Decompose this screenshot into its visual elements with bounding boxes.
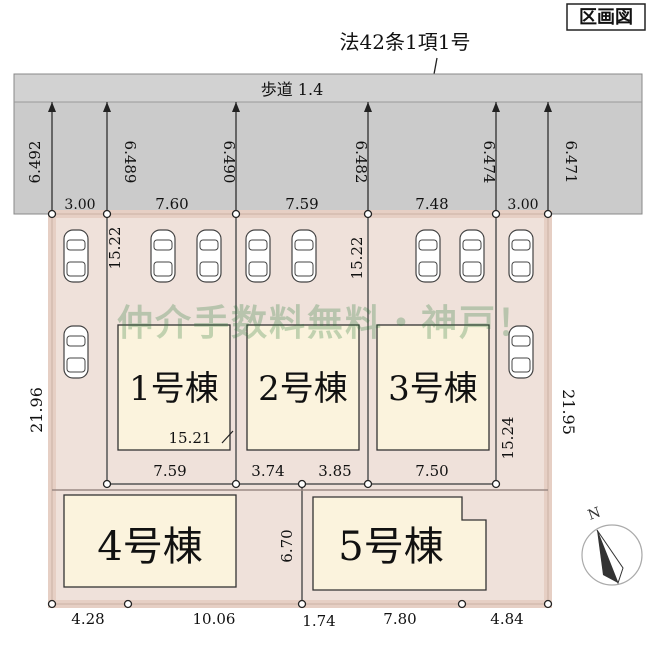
title-box (566, 3, 646, 31)
mid-width-label: 7.50 (415, 462, 448, 480)
lot5-depth-label: 6.70 (278, 529, 296, 562)
road-law-label: 法42条1項1号 (340, 30, 471, 54)
road (13, 101, 643, 215)
sidewalk-strip (13, 73, 643, 103)
mid-width-label: 3.74 (251, 462, 284, 480)
lot-5-footprint (312, 496, 487, 591)
road-width-label: 6.492 (26, 141, 44, 184)
title-text: 区画図 (579, 7, 633, 28)
car-icon (63, 229, 89, 283)
frontage-label: 7.60 (155, 195, 188, 213)
road-width-label: 6.474 (480, 141, 498, 184)
frontage-label: 7.59 (285, 195, 318, 213)
car-icon (415, 229, 441, 283)
car-icon (459, 229, 485, 283)
bottom-width-label: 4.28 (71, 610, 104, 628)
bottom-width-label: 4.84 (490, 610, 523, 628)
depth-left-label: 21.96 (27, 387, 46, 433)
sidewalk-label: 歩道 1.4 (261, 80, 324, 99)
watermark: 仲介手数料無料・神戸！ (117, 302, 535, 344)
road-width-label: 6.482 (352, 141, 370, 184)
depth-right-label: 21.95 (559, 389, 578, 435)
road-width-arrows (51, 102, 549, 214)
car-icon (245, 229, 271, 283)
lot-depth-label: 15.24 (499, 417, 517, 460)
road-width-label: 6.489 (121, 141, 139, 184)
lot-1-name: 1号棟 (129, 369, 219, 409)
mid-width-label: 3.85 (318, 462, 351, 480)
lot-5-name: 5号棟 (338, 524, 443, 570)
north-arrow: N (581, 505, 643, 586)
arrow-heads (48, 102, 552, 112)
lot-2-name: 2号棟 (258, 369, 348, 409)
lot-depth-label: 15.22 (106, 227, 124, 270)
bottom-width-label: 7.80 (383, 610, 416, 628)
north-label: N (586, 505, 603, 524)
road-width-label: 6.490 (220, 141, 238, 184)
lot-1-footprint (117, 324, 231, 451)
lot-depth-label: 15.21 (169, 429, 212, 447)
car-icon (150, 229, 176, 283)
lot-depth-leader (221, 430, 234, 444)
lot-3-name: 3号棟 (388, 369, 478, 409)
frontage-label: 7.48 (415, 195, 448, 213)
frontage-label: 3.00 (507, 197, 538, 213)
car-icon (508, 229, 534, 283)
bottom-width-label: 10.06 (193, 610, 236, 628)
lot-2-footprint (246, 324, 360, 451)
lot-depth-label: 15.22 (348, 237, 366, 280)
road-width-label: 6.471 (562, 141, 580, 184)
car-icon (63, 325, 89, 379)
bottom-width-label: 1.74 (302, 612, 335, 630)
boundary-points (47, 209, 553, 609)
car-icon (291, 229, 317, 283)
mid-width-label: 7.59 (153, 462, 186, 480)
frontage-label: 3.00 (64, 197, 95, 213)
lot-3-footprint (376, 324, 490, 451)
lot-4-name: 4号棟 (97, 524, 202, 570)
lot-4-footprint (63, 494, 237, 588)
car-icon (196, 229, 222, 283)
